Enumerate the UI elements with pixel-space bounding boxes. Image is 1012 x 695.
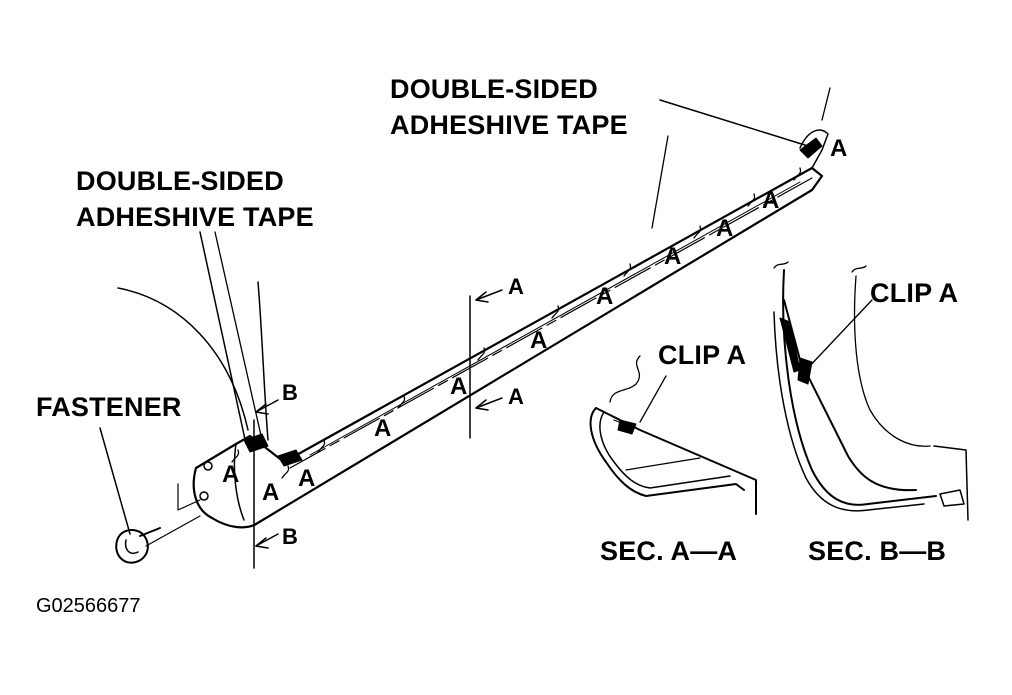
fastener-label: FASTENER: [36, 392, 182, 422]
fender-edge: [257, 281, 269, 441]
leader-tape-left-2: [214, 231, 263, 441]
section-b-caption: SEC. B—B: [808, 536, 947, 566]
tape-label-left-line2: ADHESHIVE TAPE: [76, 202, 314, 232]
leader-tape-left: [199, 231, 247, 445]
clip-marker: A: [596, 283, 613, 310]
section-b-marker-top: B: [282, 380, 298, 405]
clip-marks: [231, 167, 802, 479]
fastener-part: [115, 461, 213, 564]
clip-marker: A: [762, 187, 779, 214]
section-line-a: [469, 289, 503, 439]
section-a-marker-bottom: A: [508, 384, 524, 409]
clip-marker-letters: A A A A A A A A A A A: [222, 135, 847, 506]
section-line-b: [253, 399, 279, 569]
tape-label-left-line1: DOUBLE-SIDED: [76, 166, 284, 196]
section-a-caption: SEC. A—A: [600, 536, 738, 566]
clip-a-label-section-a: CLIP A: [658, 340, 747, 370]
clip-a-label-section-b: CLIP A: [870, 278, 959, 308]
clip-marker: A: [222, 461, 239, 488]
clip-marker: A: [530, 327, 547, 354]
section-b-profile: [773, 261, 969, 521]
clip-marker: A: [374, 415, 391, 442]
section-b-marker-bottom: B: [282, 524, 298, 549]
adhesive-tape-right-patch: [799, 137, 823, 159]
leader-tape-top-2: [651, 135, 669, 229]
adhesive-tape-middle-patch: [277, 449, 303, 467]
tape-label-top-line1: DOUBLE-SIDED: [390, 74, 598, 104]
clip-marker: A: [298, 465, 315, 492]
figure-code: G02566677: [36, 595, 141, 617]
leader-tape-top: [659, 99, 809, 147]
clip-marker: A: [830, 135, 847, 162]
section-a-profile: [589, 355, 757, 515]
leader-fastener: [99, 427, 131, 535]
clip-marker: A: [664, 243, 681, 270]
tape-label-top-line2: ADHESHIVE TAPE: [390, 110, 628, 140]
clip-marker: A: [716, 215, 733, 242]
wheel-arch-outline: [117, 287, 249, 431]
clip-marker: A: [262, 479, 279, 506]
clip-marker: A: [450, 373, 467, 400]
section-a-marker-top: A: [508, 274, 524, 299]
